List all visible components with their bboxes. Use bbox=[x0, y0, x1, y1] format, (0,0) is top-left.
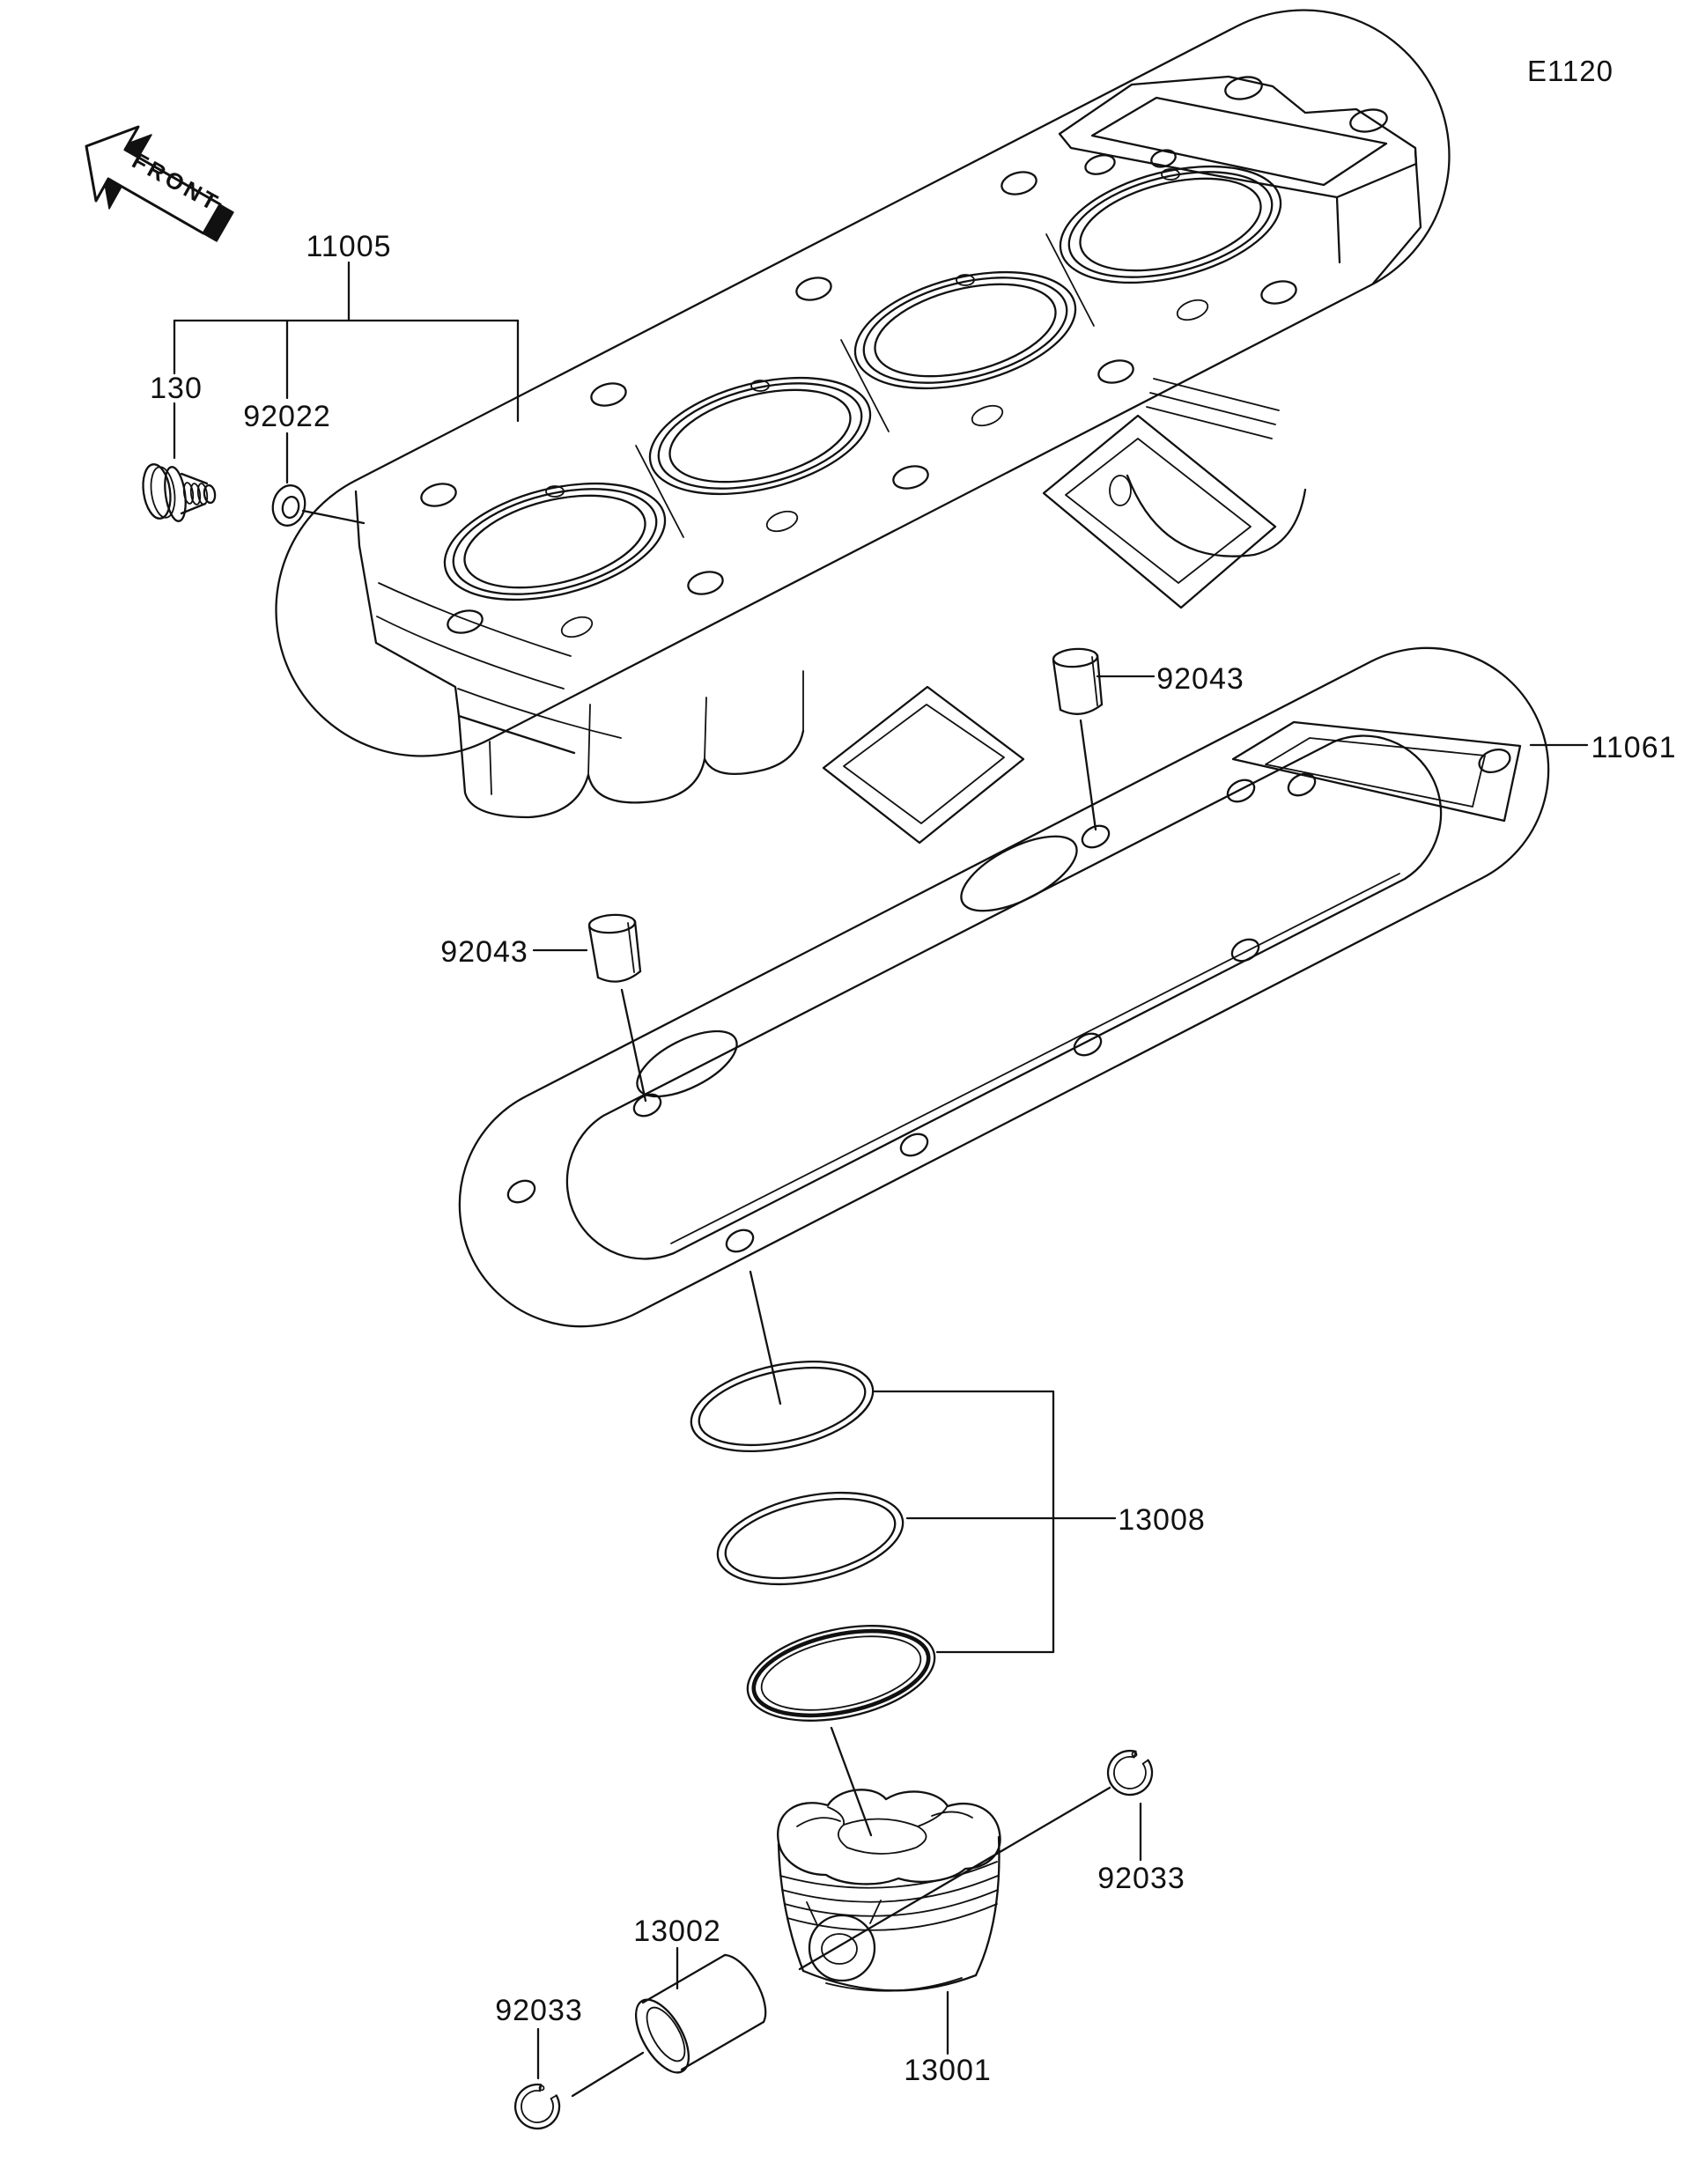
label-92033-circlip-left[interactable]: 92033 bbox=[495, 1994, 583, 2027]
front-arrow-face bbox=[85, 125, 222, 235]
piston-drawing bbox=[777, 1789, 1001, 1992]
leader-lines bbox=[173, 261, 1589, 2098]
piston-ring-set-drawing bbox=[690, 1360, 936, 1722]
label-11061-gasket[interactable]: 11061 bbox=[1591, 731, 1676, 764]
dowel-pin-upper-drawing bbox=[1052, 647, 1104, 715]
flange-bolt-drawing bbox=[142, 463, 217, 522]
circlip-right-drawing bbox=[1106, 1749, 1154, 1797]
label-130-bolt[interactable]: 130 bbox=[150, 372, 203, 405]
piston-pin-drawing bbox=[634, 1953, 767, 2074]
labels: E1120 11005 130 92022 92043 11061 92043 … bbox=[150, 55, 1676, 2087]
bore-4 bbox=[1059, 165, 1282, 284]
cam-tunnel-flange bbox=[1058, 75, 1418, 199]
label-92043-dowel-upper[interactable]: 92043 bbox=[1156, 662, 1244, 696]
label-13008-ring-set[interactable]: 13008 bbox=[1118, 1503, 1206, 1537]
second-ring bbox=[716, 1491, 905, 1586]
front-direction-arrow: FRONT bbox=[85, 125, 234, 242]
label-92043-dowel-lower[interactable]: 92043 bbox=[440, 935, 528, 969]
label-11005-cylinder[interactable]: 11005 bbox=[306, 230, 391, 263]
base-gasket-drawing bbox=[458, 646, 1550, 1328]
bore-2 bbox=[648, 376, 872, 496]
bore-1 bbox=[443, 482, 667, 601]
label-13001-piston[interactable]: 13001 bbox=[904, 2054, 992, 2087]
cylinder-block-drawing bbox=[275, 9, 1451, 845]
dowel-pin-lower-drawing bbox=[587, 913, 642, 983]
washer-drawing bbox=[271, 484, 306, 527]
diagram-code: E1120 bbox=[1527, 55, 1613, 87]
label-92033-circlip-right[interactable]: 92033 bbox=[1097, 1862, 1185, 1895]
oil-ring bbox=[746, 1625, 936, 1722]
label-13002-piston-pin[interactable]: 13002 bbox=[633, 1915, 721, 1948]
bore-3 bbox=[853, 270, 1077, 390]
top-ring bbox=[690, 1360, 875, 1453]
label-92022-washer[interactable]: 92022 bbox=[243, 400, 331, 433]
circlip-left-drawing bbox=[513, 2083, 561, 2130]
